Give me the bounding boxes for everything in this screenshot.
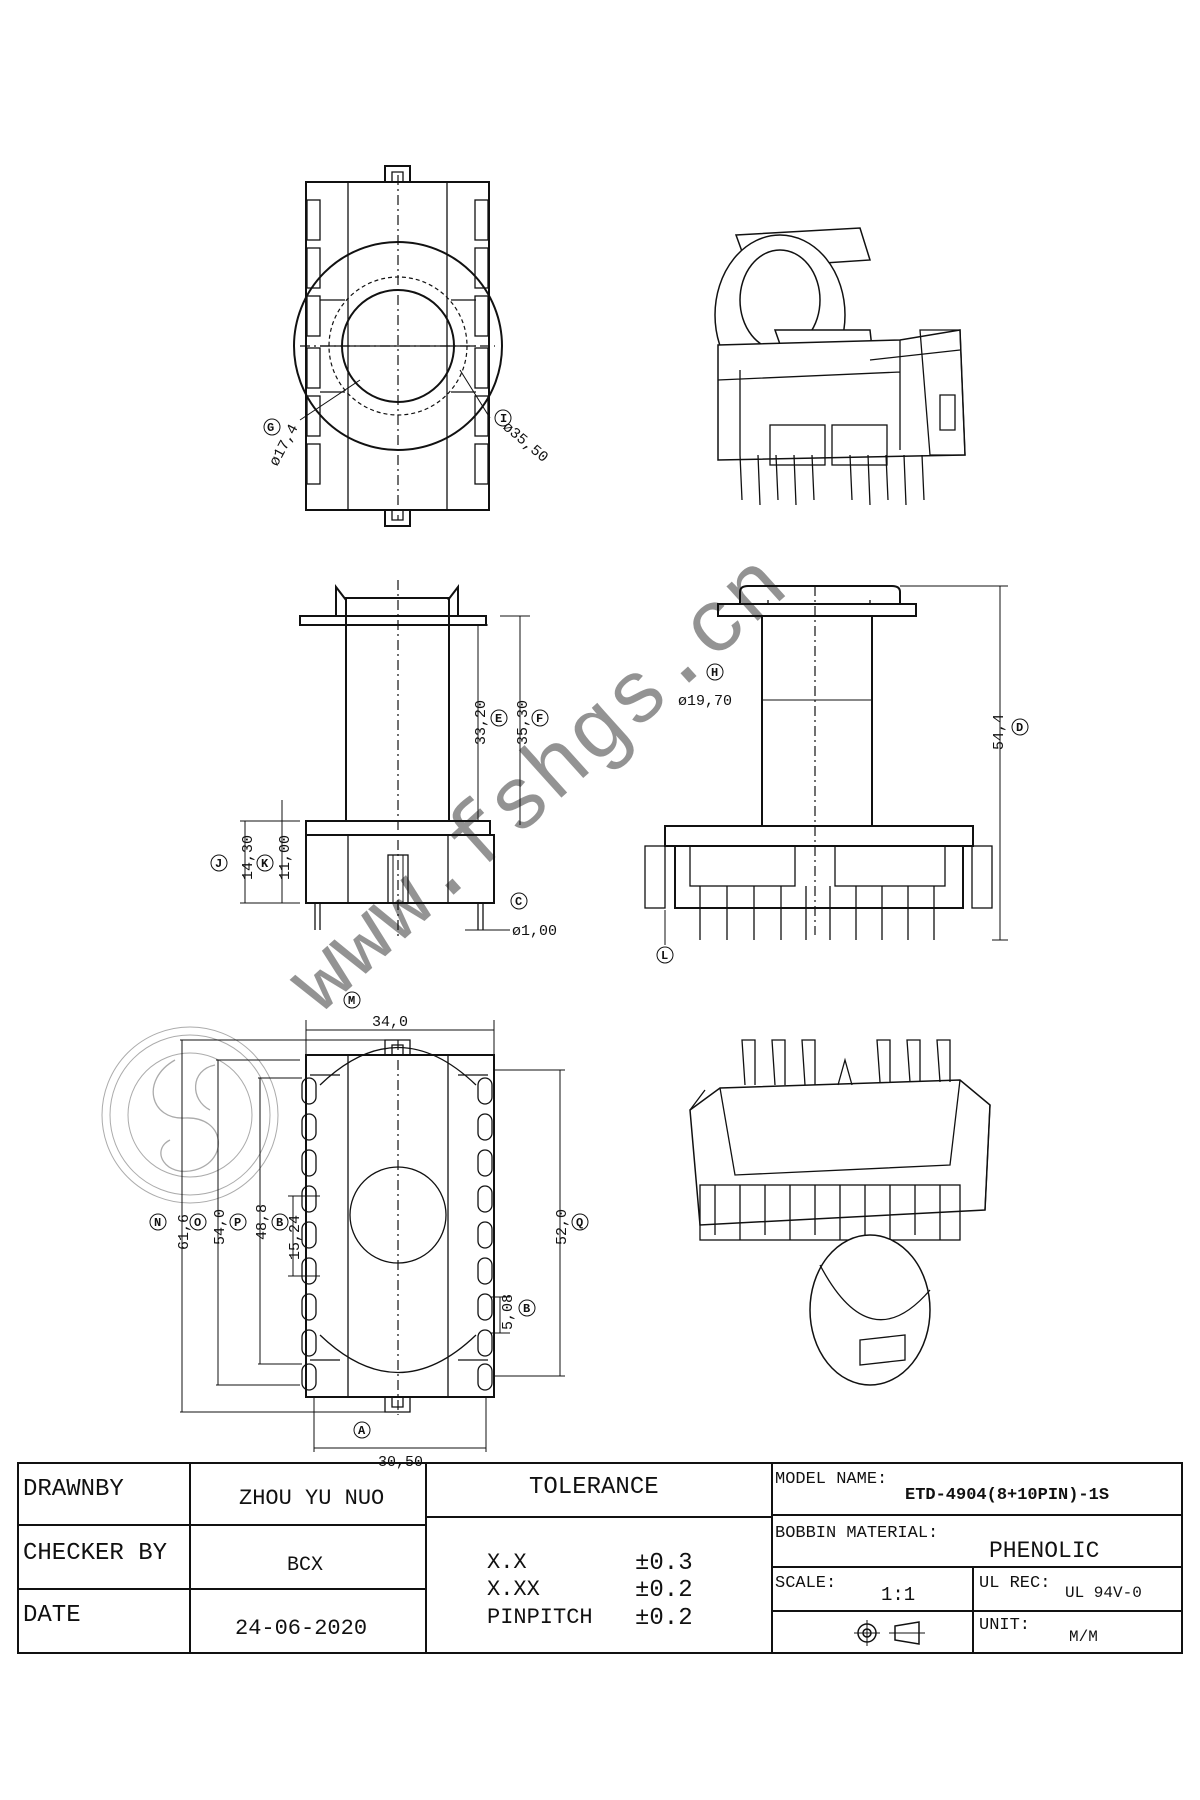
label-i: I [500, 412, 507, 426]
dim-o: 54,0 [212, 1209, 229, 1245]
isometric-top-view [714, 227, 966, 506]
drawn-by-label: DRAWNBY [23, 1476, 124, 1503]
unit-value: M/M [1069, 1628, 1098, 1646]
dim-p: 48,8 [254, 1204, 271, 1240]
company-seal-watermark [101, 1026, 279, 1204]
dim-m: 34,0 [372, 1014, 408, 1031]
ul-rec-label: UL REC: [979, 1574, 1051, 1593]
label-p: P [234, 1216, 241, 1230]
label-a: A [358, 1424, 366, 1438]
projection-symbol-icon [854, 1620, 925, 1646]
model-name-label: MODEL NAME: [775, 1470, 888, 1489]
title-block: DRAWNBY ZHOU YU NUO CHECKER BY BCX DATE … [17, 1462, 1183, 1654]
label-b-left: B [276, 1216, 283, 1230]
scale-value: 1:1 [881, 1584, 916, 1606]
dim-pin-diameter: ø1,00 [512, 923, 557, 940]
top-view: G ø17,4 I ø35,50 [263, 165, 551, 527]
label-f: F [536, 712, 543, 726]
dim-e: 33,20 [473, 700, 490, 745]
label-d: D [1016, 721, 1023, 735]
label-j: J [215, 857, 222, 871]
tolerance-value-3: ±0.2 [635, 1605, 693, 1632]
label-g: G [267, 421, 274, 435]
label-l: L [661, 949, 668, 963]
bottom-view: 34,0 M 61,6 N 54,0 O 48,8 P 15,24 B [149, 991, 589, 1471]
unit-label: UNIT: [979, 1616, 1031, 1635]
scale-label: SCALE: [775, 1574, 837, 1593]
tolerance-format-2: X.XX [487, 1577, 540, 1602]
dim-f: 35,30 [515, 700, 532, 745]
label-c: C [515, 895, 522, 909]
bobbin-material-value: PHENOLIC [989, 1538, 1100, 1564]
tolerance-title: TOLERANCE [529, 1474, 659, 1501]
dim-h: ø19,70 [678, 693, 732, 710]
side-view: 33,20 E 35,30 F 14,30 11,00 J K C ø1,00 [210, 580, 557, 940]
bobbin-material-label: BOBBIN MATERIAL: [775, 1524, 939, 1543]
label-n: N [154, 1216, 161, 1230]
tolerance-value-1: ±0.3 [635, 1550, 693, 1577]
tolerance-format-3: PINPITCH [487, 1605, 593, 1630]
model-name-value: ETD-4904(8+10PIN)-1S [905, 1486, 1110, 1505]
label-k: K [261, 857, 269, 871]
label-m: M [348, 994, 355, 1008]
dim-j: 14,30 [240, 835, 257, 880]
drawn-by-value: ZHOU YU NUO [239, 1486, 385, 1511]
isometric-bottom-view [689, 1039, 991, 1386]
label-h: H [711, 666, 718, 680]
date-label: DATE [23, 1602, 81, 1629]
dim-q: 52,0 [554, 1209, 571, 1245]
dim-k: 11,00 [277, 835, 294, 880]
checker-label: CHECKER BY [23, 1540, 168, 1567]
checker-value: BCX [287, 1554, 324, 1577]
label-q: Q [576, 1216, 583, 1230]
tolerance-format-1: X.X [487, 1550, 527, 1575]
dim-b-left: 15,24 [287, 1215, 304, 1260]
dim-d: 54,4 [991, 714, 1008, 750]
label-o: O [194, 1216, 201, 1230]
dim-outer-diameter: ø35,50 [499, 419, 551, 467]
ul-rec-value: UL 94V-0 [1065, 1584, 1142, 1602]
front-view: H ø19,70 54,4 D L [644, 585, 1029, 964]
dim-n: 61,6 [176, 1214, 193, 1250]
watermark-text: www.fshgs.cn [272, 537, 809, 1035]
label-e: E [495, 712, 502, 726]
date-value: 24-06-2020 [235, 1616, 368, 1641]
label-b-right: B [523, 1302, 530, 1316]
tolerance-value-2: ±0.2 [635, 1577, 693, 1604]
dim-b-right: 5,08 [500, 1294, 517, 1330]
